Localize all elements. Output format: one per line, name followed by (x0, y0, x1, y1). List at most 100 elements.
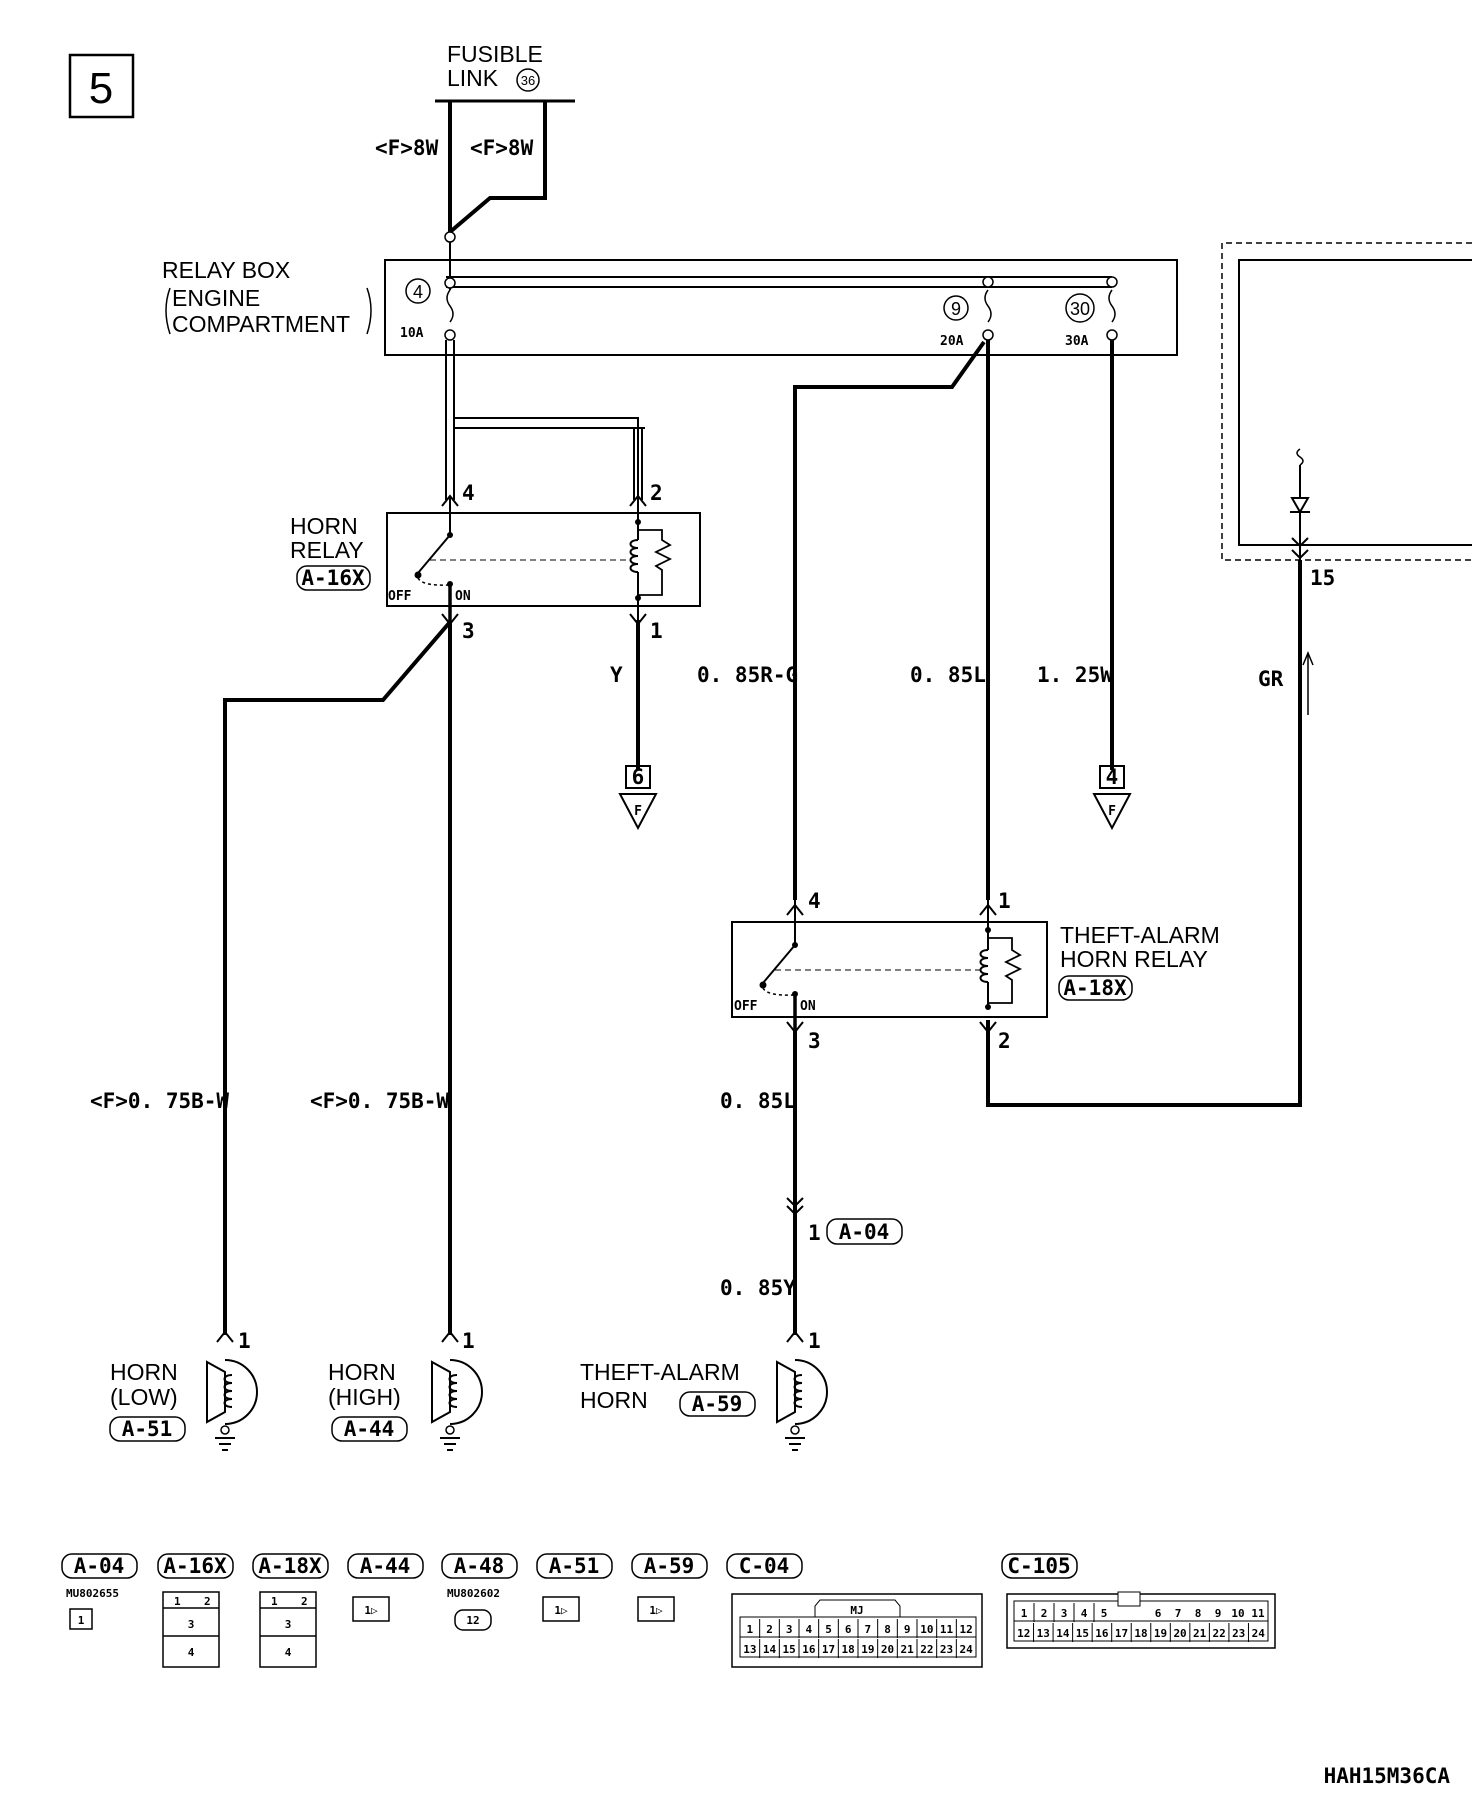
theft-relay-off: OFF (734, 999, 758, 1014)
theft-horn-name-2: HORN (580, 1387, 648, 1413)
connector-pin: 24 (1252, 1627, 1266, 1640)
legend-label-a18x: A-18X (258, 1554, 322, 1578)
connector-pin: 4 (806, 1623, 813, 1636)
connector-legend: A-04 MU802655 1 A-16X 1 2 3 4 A-18X 1 2 … (61, 1553, 1276, 1668)
horn-relay-label-1: HORN (290, 513, 358, 539)
connector-pin: 21 (901, 1643, 915, 1656)
fuse-4-rating: 10A (400, 326, 424, 341)
connector-pin: 10 (1231, 1607, 1244, 1620)
wire-r-g: 0. 85R-G (697, 663, 798, 687)
horn-relay-output-wires (223, 620, 640, 1335)
legend-a59: A-59 1▷ (631, 1553, 708, 1622)
wire-y-theft: 0. 85Y (720, 1276, 796, 1300)
fuse-30-rating: 30A (1065, 334, 1089, 349)
horn-low-name-1: HORN (110, 1359, 178, 1385)
legend-label-a16x: A-16X (163, 1554, 227, 1578)
legend-a16x-pin3: 3 (188, 1618, 195, 1631)
horn-relay-pin-3: 3 (462, 619, 475, 643)
connector-pin: 13 (743, 1643, 756, 1656)
fusible-link-label-2: LINK (447, 65, 499, 91)
legend-a18x: A-18X 1 2 3 4 (252, 1553, 329, 1668)
connector-pin: 18 (842, 1643, 855, 1656)
connector-pin: 9 (904, 1623, 911, 1636)
connector-pin: 12 (1017, 1627, 1030, 1640)
connector-pin: 20 (881, 1643, 894, 1656)
connector-pin: 7 (865, 1623, 872, 1636)
connector-pin: 17 (1115, 1627, 1128, 1640)
connector-pin: 21 (1193, 1627, 1207, 1640)
connector-pin: 2 (1041, 1607, 1048, 1620)
horn-relay-label-2: RELAY (290, 537, 364, 563)
horn-relay-pin-1: 1 (650, 619, 663, 643)
horn-low-name-2: (LOW) (110, 1384, 178, 1410)
connector-pin: 14 (763, 1643, 777, 1656)
legend-a16x: A-16X 1 2 3 4 (157, 1553, 234, 1668)
connector-pin: 24 (960, 1643, 974, 1656)
horn-relay-feed-wires (445, 340, 645, 500)
relay-box-subtitle-1: ENGINE (172, 285, 260, 311)
connector-pin: 16 (802, 1643, 816, 1656)
ground-4f-number: 4 (1106, 765, 1119, 789)
legend-a44: A-44 1▷ (347, 1553, 424, 1622)
horn-relay-pin-2: 2 (650, 481, 663, 505)
relay-box-title: RELAY BOX (162, 257, 290, 283)
horn-high-connector: A-44 (344, 1417, 395, 1441)
horn-relay-pin-4: 4 (462, 481, 475, 505)
connector-pin: 18 (1134, 1627, 1147, 1640)
inline-connector-id: A-04 (839, 1220, 890, 1244)
fuse-4-number: 4 (413, 282, 423, 302)
horn-high: 1 HORN (HIGH) A-44 (328, 1329, 483, 1451)
connector-pin: 14 (1056, 1627, 1070, 1640)
connector-pin: 1 (747, 1623, 754, 1636)
connector-pin: 6 (1155, 1607, 1162, 1620)
connector-pin: 3 (1061, 1607, 1068, 1620)
legend-a16x-pin1: 1 (174, 1595, 181, 1608)
page-number-box: 5 (68, 53, 135, 119)
module-pin: 15 (1310, 566, 1335, 590)
theft-relay-label-2: HORN RELAY (1060, 946, 1208, 972)
connector-pin: 4 (1081, 1607, 1088, 1620)
wire-b-w-high: <F>0. 75B-W (310, 1089, 449, 1113)
diagram-code: HAH15M36CA (1324, 1764, 1451, 1788)
fuse-9-output-wires (793, 340, 1114, 900)
connector-pin: 7 (1175, 1607, 1182, 1620)
horn-low-connector: A-51 (122, 1417, 173, 1441)
theft-horn-pin: 1 (808, 1329, 821, 1353)
connector-pin: 3 (786, 1623, 793, 1636)
connector-pin: 23 (1232, 1627, 1245, 1640)
legend-part-a48: MU802602 (447, 1587, 500, 1600)
connector-pin: 15 (783, 1643, 796, 1656)
legend-a16x-pin2: 2 (204, 1595, 211, 1608)
legend-label-a48: A-48 (454, 1554, 505, 1578)
connector-pin: 19 (861, 1643, 874, 1656)
fusible-link: FUSIBLE LINK 36 <F>8W <F>8W (375, 41, 575, 234)
horn-high-name-2: (HIGH) (328, 1384, 401, 1410)
legend-a44-pin: 1▷ (364, 1604, 378, 1617)
fusible-link-label-1: FUSIBLE (447, 41, 543, 67)
legend-label-a51: A-51 (549, 1554, 600, 1578)
wire-b-w-low: <F>0. 75B-W (90, 1089, 229, 1113)
legend-a18x-pin2: 2 (301, 1595, 308, 1608)
horn-relay-off: OFF (388, 589, 412, 604)
theft-relay-pin-2: 2 (998, 1029, 1011, 1053)
theft-relay-connector: A-18X (1063, 976, 1127, 1000)
theft-relay-pin-1: 1 (998, 889, 1011, 913)
legend-a18x-pin3: 3 (285, 1618, 292, 1631)
ground-6f-number: 6 (632, 765, 645, 789)
connector-pin: 1 (1021, 1607, 1028, 1620)
control-module: 15 GR (1221, 242, 1472, 715)
connector-pin: 9 (1215, 1607, 1222, 1620)
connector-pin: 20 (1173, 1627, 1186, 1640)
page-number: 5 (89, 64, 113, 113)
legend-a18x-pin1: 1 (271, 1595, 278, 1608)
legend-c04-tag: MJ (850, 1604, 863, 1617)
ground-4f: 4 F (1092, 765, 1132, 831)
connector-pin: 22 (1213, 1627, 1226, 1640)
relay-box: RELAY BOX ENGINE COMPARTMENT 4 10A 9 20A… (162, 231, 1178, 356)
wire-l-theft: 0. 85L (720, 1089, 796, 1113)
theft-relay-label-1: THEFT-ALARM (1060, 922, 1220, 948)
ground-4f-letter: F (1108, 804, 1116, 819)
connector-pin: 6 (845, 1623, 852, 1636)
legend-label-c105: C-105 (1007, 1554, 1070, 1578)
